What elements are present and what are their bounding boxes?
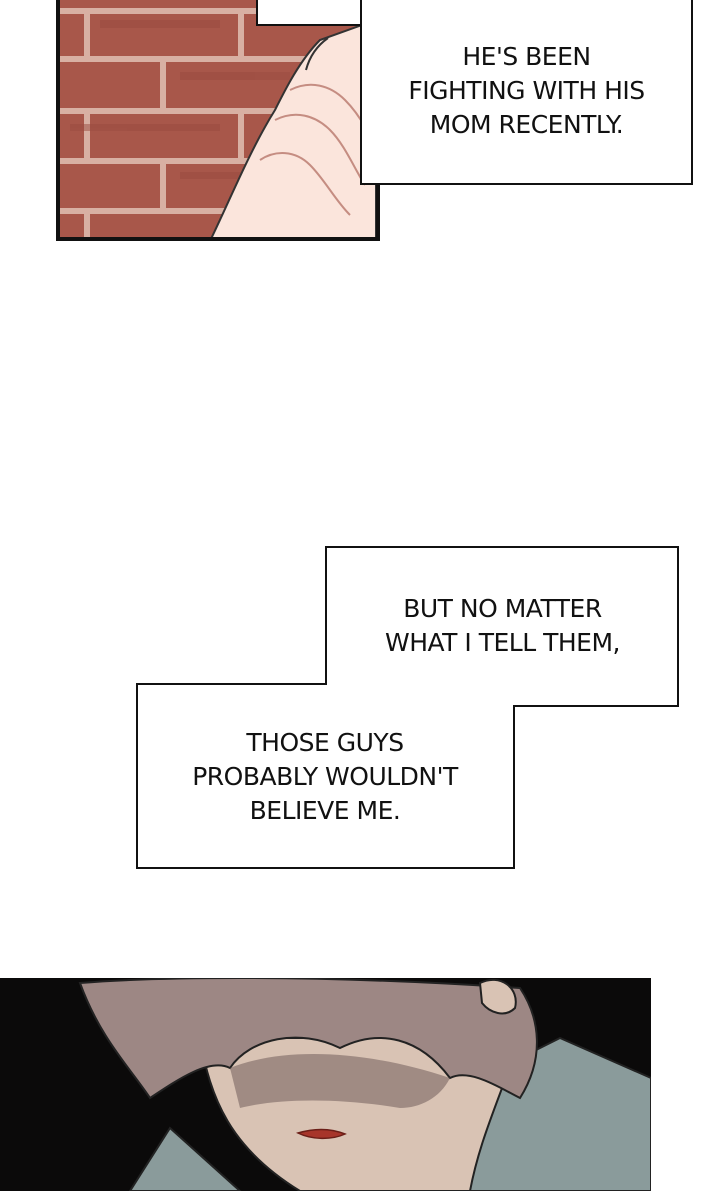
brick-wall-hand-illustration [60,0,376,237]
bottom-comic-panel [0,978,651,1191]
character-face-illustration [0,978,651,1191]
caption-text-3: THOSE GUYS PROBABLY WOULDN'T BELIEVE ME. [192,727,458,825]
caption-box-1: HE'S BEEN FIGHTING WITH HIS MOM RECENTLY… [360,0,693,185]
top-comic-panel [56,0,380,241]
stepped-caption-outline [136,546,679,869]
caption-part-upper: BUT NO MATTER WHAT I TELL THEM, [326,546,679,706]
caption-text-1: HE'S BEEN FIGHTING WITH HIS MOM RECENTLY… [408,41,645,139]
caption-part-lower: THOSE GUYS PROBABLY WOULDN'T BELIEVE ME. [136,684,514,869]
caption-box-2: BUT NO MATTER WHAT I TELL THEM, THOSE GU… [136,546,679,869]
caption-text-2: BUT NO MATTER WHAT I TELL THEM, [385,594,620,657]
